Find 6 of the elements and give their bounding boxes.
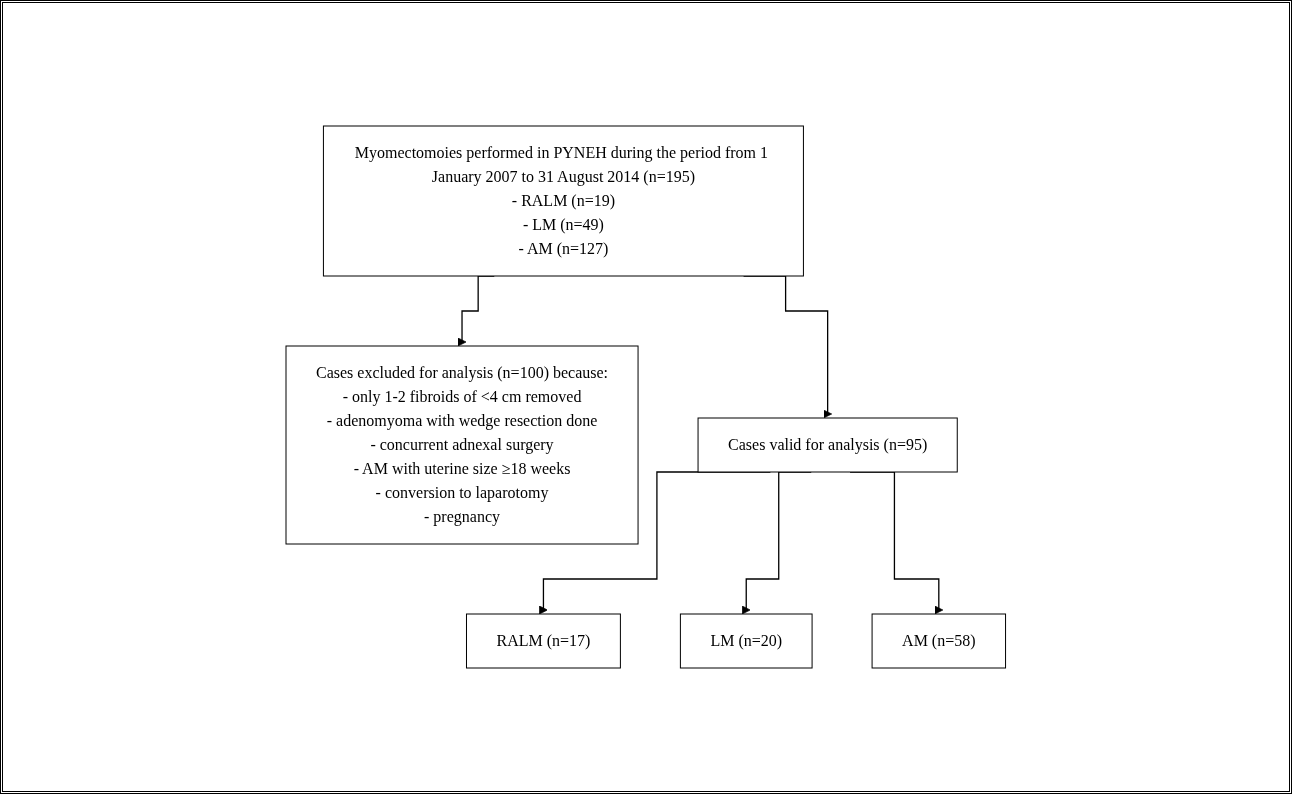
node-box: RALM (n=17): [466, 613, 622, 669]
node-box: Cases excluded for analysis (n=100) because: - only 1-2 fibroids of <4 cm removed - adenomyoma with wedge resection done - concurrent adnexal surgery - AM with uterine size ≥18 weeks - conversion to laparotomy - pregnancy: [285, 345, 639, 545]
node-box: AM (n=58): [871, 613, 1007, 669]
node-box: LM (n=20): [680, 613, 813, 669]
node-box: Cases valid for analysis (n=95): [697, 417, 958, 473]
node-box: Myomectomoies performed in PYNEH during the period from 1 January 2007 to 31 August 2014 (n=195) - RALM (n=19) - LM (n=49) - AM (n=127): [323, 125, 805, 277]
